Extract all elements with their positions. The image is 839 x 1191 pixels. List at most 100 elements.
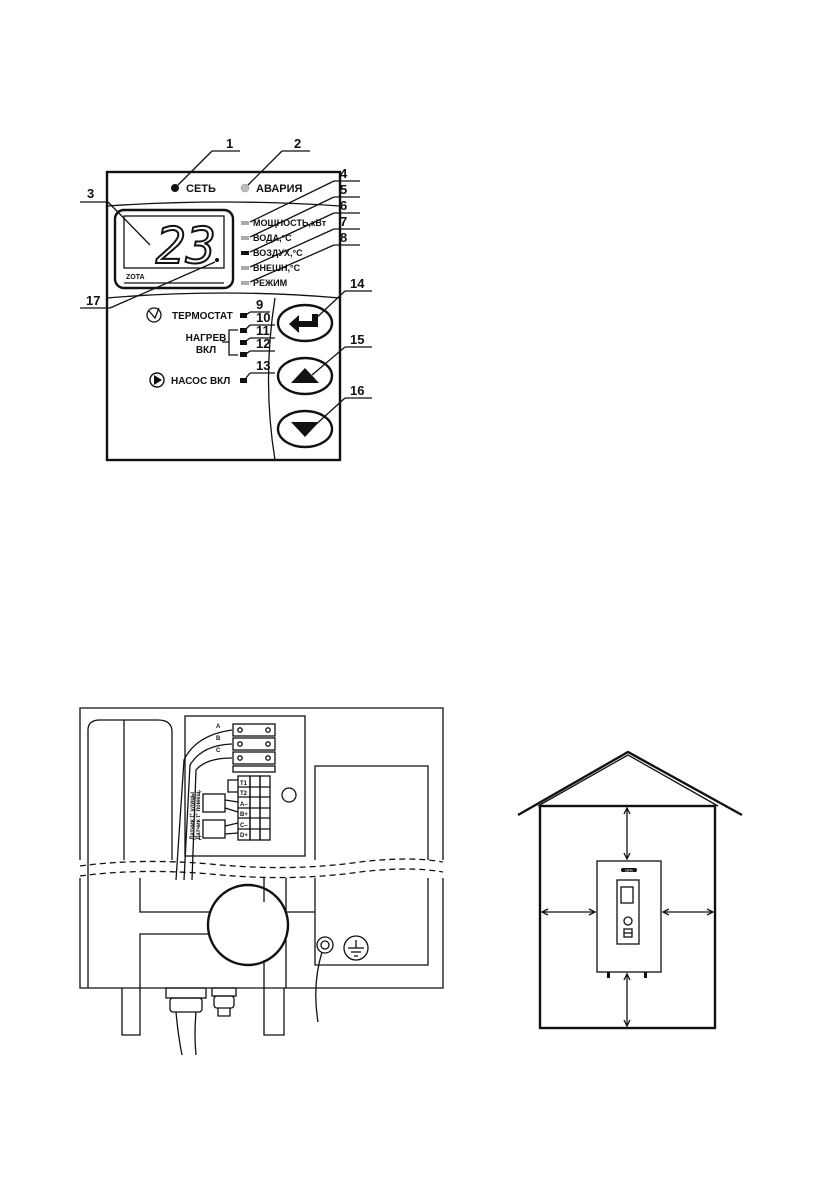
- callout-12: 12: [256, 336, 270, 351]
- enter-arrow-icon: [289, 314, 318, 333]
- pipe-upper-left: [139, 878, 210, 913]
- callout-6: 6: [340, 198, 347, 213]
- installation-diagram: ZOTA: [517, 750, 743, 1030]
- callout-3: 3: [87, 186, 94, 201]
- break-line-2: [79, 868, 444, 879]
- callout-2: 2: [294, 136, 301, 151]
- callout-15: 15: [350, 332, 364, 347]
- display-housing: [113, 208, 235, 290]
- up-arrow-icon: [291, 368, 319, 383]
- cable-gland-small: [211, 987, 237, 1017]
- ground-screw: [316, 936, 334, 954]
- down-button[interactable]: [276, 409, 334, 449]
- sensor-wires: [224, 799, 239, 835]
- callout-14: 14: [350, 276, 365, 291]
- heating-label-line1: НАГРЕВ: [186, 333, 227, 344]
- alarm-label: АВАРИЯ: [256, 183, 303, 195]
- led-heating-1: [240, 328, 247, 333]
- house-roof: [517, 750, 743, 817]
- house-roof-inner: [537, 754, 719, 807]
- led-air: [241, 251, 249, 255]
- terminal-board: [184, 715, 306, 857]
- label-mode: РЕЖИМ: [253, 278, 287, 288]
- label-outdoor: ВНЕШН,°С: [253, 263, 301, 273]
- boiler-front-panel: [616, 879, 640, 945]
- callout-10: 10: [256, 310, 270, 325]
- led-water: [241, 236, 249, 240]
- pipe-right-connector: [285, 878, 315, 913]
- boiler-knob: [623, 916, 633, 926]
- panel-separator-top: [106, 201, 341, 207]
- boiler-display: [620, 886, 634, 904]
- clearance-arrow-top: [623, 806, 631, 861]
- display-value: 23: [156, 217, 216, 275]
- enter-button[interactable]: [276, 303, 334, 343]
- display-screen: [123, 215, 225, 269]
- pipe-lower-right: [263, 940, 287, 988]
- heating-bracket: [222, 329, 238, 356]
- thermostat-label: ТЕРМОСТАТ: [172, 311, 233, 322]
- callout-1: 1: [226, 136, 233, 151]
- callout-11: 11: [256, 323, 270, 338]
- right-compartment-bottom: [314, 878, 429, 966]
- wire-phase-b: [183, 743, 233, 881]
- clearance-arrow-left: [540, 908, 597, 916]
- clearance-arrow-right: [661, 908, 715, 916]
- label-water: ВОДА,°С: [253, 233, 292, 243]
- room-sensor-label: Датчик t° помещ.: [196, 789, 202, 840]
- outlet-pipe-right: [263, 988, 285, 1036]
- terminal-a: A–: [240, 802, 248, 808]
- terminal-t1: T1: [240, 781, 248, 787]
- ground-icon: [343, 935, 369, 961]
- callout-16: 16: [350, 383, 364, 398]
- power-terminal-block: [232, 723, 276, 773]
- led-thermostat: [240, 313, 247, 318]
- phase-b-label: B: [216, 736, 221, 742]
- house-walls: [538, 804, 717, 1030]
- right-compartment-top: [314, 765, 429, 860]
- clearance-arrow-bottom: [623, 972, 631, 1028]
- mounting-hole: [281, 787, 297, 803]
- down-arrow-icon: [291, 422, 319, 437]
- room-sensor-icon: [202, 819, 226, 839]
- control-terminal-block: [237, 775, 271, 841]
- terminal-b: B+: [240, 812, 248, 818]
- phase-c-label: C: [216, 748, 221, 754]
- callout-13: 13: [256, 358, 270, 373]
- label-air: ВОЗДУХ,°С: [253, 248, 303, 258]
- led-mode: [241, 281, 249, 285]
- display-dot: [215, 258, 219, 262]
- callout-8: 8: [340, 230, 347, 245]
- label-power: МОЩНОСТЬ,кВт: [253, 218, 327, 228]
- wire-phase-c: [191, 757, 233, 881]
- network-label: СЕТЬ: [186, 183, 216, 195]
- phase-a-label: A: [216, 724, 221, 730]
- break-line-1: [79, 858, 444, 869]
- callouts: 1 2 3 17 4 5 6 7 8 9 10: [80, 136, 372, 429]
- boiler-brand: ZOTA: [625, 869, 634, 873]
- housing-outline-top: [79, 707, 444, 860]
- display-brand: ZOTA: [126, 274, 145, 281]
- wiring-diagram: A B C T1 T2 A– B+ C– D+ Датчик t° улицы …: [79, 707, 444, 1056]
- wire-phase-a: [175, 729, 233, 881]
- button-area-divider: [267, 297, 276, 461]
- terminal-d: D+: [240, 833, 248, 839]
- terminal-t2: T2: [240, 791, 248, 797]
- callout-9: 9: [256, 297, 263, 312]
- up-button[interactable]: [276, 356, 334, 396]
- cable-gland-large: [165, 987, 207, 1056]
- pump-motor: [206, 883, 290, 967]
- callout-7: 7: [340, 214, 347, 229]
- led-outdoor: [241, 266, 249, 270]
- alarm-led: [240, 183, 250, 193]
- callout-4: 4: [340, 166, 348, 181]
- boiler-unit: [596, 860, 662, 973]
- pump-label: НАСОС ВКЛ: [171, 376, 230, 387]
- panel-frame: [105, 170, 342, 462]
- outlet-pipe-left: [121, 988, 141, 1036]
- led-heating-2: [240, 340, 247, 345]
- pipe-lower-left: [139, 933, 210, 988]
- control-panel: СЕТЬ АВАРИЯ 23 ZOTA МОЩНОСТЬ,кВт ВОДА,°С…: [105, 170, 342, 462]
- network-led: [171, 184, 179, 192]
